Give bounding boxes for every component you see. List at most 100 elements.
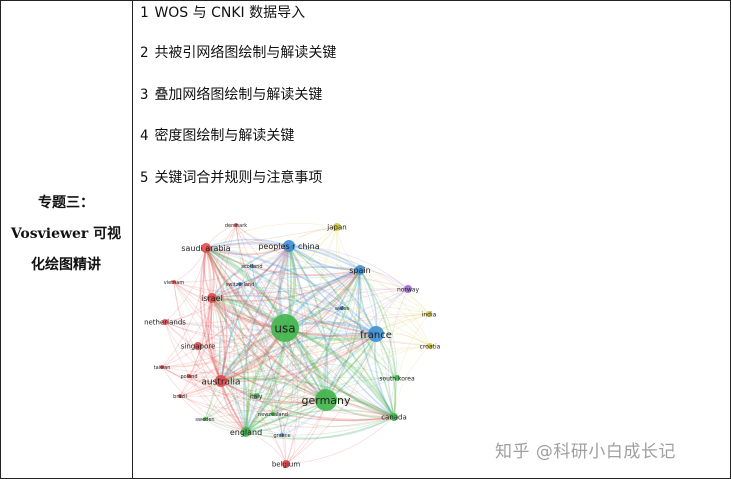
network-link-77 (197, 245, 290, 347)
network-link-262 (251, 265, 377, 335)
network-node-canada (390, 413, 398, 421)
network-link-176 (211, 297, 257, 397)
network-link-314 (188, 375, 327, 401)
network-link-256 (211, 224, 237, 299)
network-link-35 (288, 245, 395, 418)
network-label-norway: norway (397, 286, 420, 293)
network-link-107 (211, 297, 395, 418)
network-link-275 (239, 245, 290, 285)
network-link-113 (220, 380, 287, 465)
network-node-newzealand (271, 412, 275, 416)
network-link-292 (164, 321, 377, 335)
network-link-49 (220, 245, 290, 382)
network-link-13 (288, 245, 329, 401)
network-link-249 (173, 281, 395, 418)
network-link-154 (359, 269, 431, 347)
topic-line-3: 化绘图精讲 (31, 257, 101, 273)
network-link-206 (204, 297, 221, 420)
network-link-174 (255, 269, 361, 397)
network-link-167 (205, 247, 398, 379)
network-label-netherlands: netherlands (144, 319, 186, 327)
network-link-148 (245, 313, 430, 433)
network-link-196 (211, 297, 283, 436)
network-node-south-korea (394, 375, 400, 381)
network-link-149 (393, 313, 430, 418)
network-link-220 (161, 327, 286, 368)
network-link-131 (325, 288, 409, 401)
network-link-39 (220, 269, 361, 382)
network-link-305 (179, 313, 430, 397)
network-link-202 (204, 333, 377, 420)
network-link-115 (285, 245, 308, 465)
network-link-96 (245, 269, 361, 433)
network-link-15 (205, 247, 327, 401)
network-link-80 (197, 345, 247, 433)
network-link-33 (205, 238, 290, 249)
network-link-135 (288, 245, 409, 290)
network-link-261 (251, 265, 327, 401)
network-node-taiwan (160, 365, 164, 369)
network-link-56 (205, 247, 377, 335)
network-link-212 (179, 333, 377, 397)
network-link-168 (245, 377, 398, 433)
network-link-37 (324, 269, 361, 401)
network-link-308 (173, 281, 257, 397)
network-link-117 (205, 247, 287, 465)
network-link-112 (285, 333, 377, 465)
network-link-243 (173, 281, 222, 382)
network-link-85 (164, 321, 222, 382)
network-link-20 (220, 332, 377, 382)
network-node-india (426, 311, 432, 317)
item-text: WOS 与 CNKI 数据导入 (154, 5, 306, 21)
network-node-france (368, 326, 384, 342)
network-link-186 (211, 297, 274, 415)
item-number: 2 (140, 45, 149, 61)
network-link-224 (161, 269, 361, 368)
network-link-146 (211, 285, 430, 315)
network-link-106 (288, 245, 395, 418)
network-link-165 (288, 245, 398, 379)
network-link-217 (179, 247, 210, 397)
network-link-133 (220, 288, 409, 382)
network-link-318 (220, 283, 241, 382)
network-link-23 (211, 294, 377, 335)
network-link-136 (211, 275, 409, 299)
network-link-116 (211, 297, 287, 465)
network-link-264 (251, 265, 361, 279)
network-link-84 (164, 321, 377, 348)
network-link-147 (205, 247, 430, 315)
network-node-brazil (178, 394, 182, 398)
network-node-netherlands (162, 319, 168, 325)
network-link-222 (161, 333, 377, 374)
network-link-103 (375, 333, 396, 418)
network-node-switzerland (238, 282, 242, 286)
network-label-usa: usa (274, 322, 295, 336)
network-node-italy (253, 393, 259, 399)
network-node-denmark (234, 223, 238, 227)
network-link-319 (205, 247, 343, 309)
network-link-204 (204, 269, 361, 420)
network-link-241 (173, 281, 327, 401)
network-link-160 (284, 327, 398, 379)
network-link-140 (284, 306, 430, 329)
network-link-317 (251, 265, 361, 271)
network-link-44 (357, 269, 395, 418)
network-link-53 (220, 380, 395, 421)
network-link-144 (359, 269, 430, 315)
network-link-254 (235, 224, 361, 271)
network-link-316 (235, 224, 290, 247)
network-node-belgium (282, 460, 290, 468)
network-label-south-korea: south korea (379, 375, 415, 382)
network-label-sweden: sweden (195, 417, 214, 423)
network-link-101 (284, 326, 396, 418)
network-link-309 (235, 224, 274, 415)
network-link-215 (179, 245, 290, 397)
network-node-spain (355, 265, 365, 275)
network-label-taiwan: taiwan (154, 365, 171, 371)
network-link-11 (220, 377, 327, 401)
network-link-100 (245, 416, 395, 440)
network-label-saudi-arabia: saudi arabia (181, 244, 230, 253)
